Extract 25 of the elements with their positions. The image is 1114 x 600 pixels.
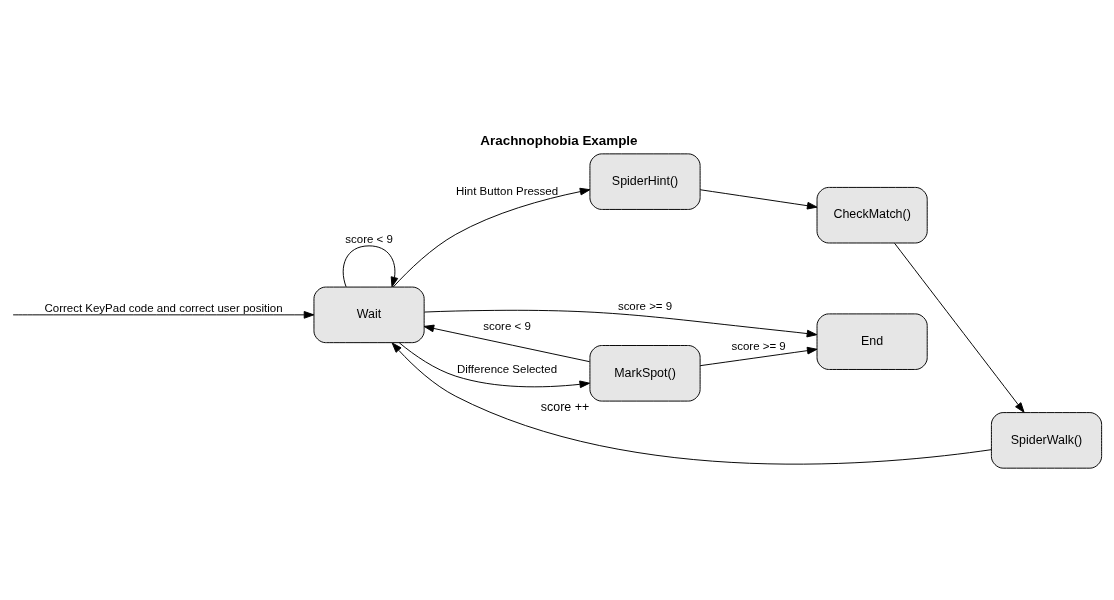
arrow: [894, 242, 1025, 413]
edge-label: Correct KeyPad code and correct user position: [44, 301, 283, 314]
arrow: [392, 187, 591, 288]
node-box: Wait: [313, 286, 425, 344]
arrow: [398, 342, 591, 389]
edge-label: score < 9: [345, 232, 393, 245]
arrow: [342, 245, 399, 288]
node-box: SpiderHint(): [589, 153, 701, 210]
arrow: [12, 311, 315, 319]
arrow: [699, 346, 818, 367]
arrow: [423, 309, 818, 338]
edge-label: score >= 9: [617, 299, 673, 312]
node-box: CheckMatch(): [816, 186, 928, 244]
node-label: score ++: [540, 400, 590, 415]
node-box: MarkSpot(): [589, 345, 701, 402]
arrow: [423, 324, 591, 363]
edge-label: Hint Button Pressed: [455, 184, 559, 197]
arrow: [699, 189, 818, 210]
node-box: SpiderWalk(): [990, 412, 1103, 469]
arrow: [391, 342, 992, 465]
edge-label: score < 9: [483, 319, 531, 332]
node-box: End: [816, 313, 928, 370]
edge-label: score >= 9: [731, 339, 786, 352]
edge-label: Difference Selected: [457, 362, 558, 375]
diagram-title: Arachnophobia Example: [480, 133, 638, 149]
